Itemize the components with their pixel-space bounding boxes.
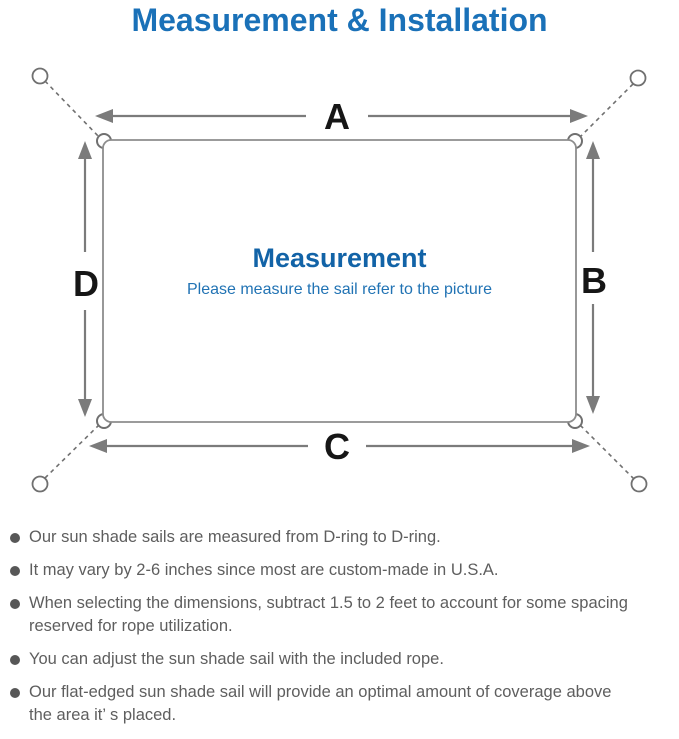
note-line: Our flat-edged sun shade sail will provi… (29, 683, 612, 701)
dimension-labels: A B C D (73, 96, 607, 467)
arrow-head-up-icon (586, 141, 600, 159)
sail-rectangle (102, 139, 577, 423)
arrow-head-up-icon (78, 141, 92, 159)
notes-list: Our sun shade sails are measured from D-… (10, 526, 672, 737)
measurement-heading: Measurement (252, 243, 427, 273)
arrow-head-left-icon (95, 109, 113, 123)
dimension-label-d: D (73, 263, 99, 304)
note-item: It may vary by 2-6 inches since most are… (10, 559, 672, 582)
note-line: It may vary by 2-6 inches since most are… (29, 561, 499, 579)
arrow-head-down-icon (586, 396, 600, 414)
note-text: You can adjust the sun shade sail with t… (29, 648, 444, 671)
dimension-label-b: B (581, 260, 607, 301)
note-line: When selecting the dimensions, subtract … (29, 594, 628, 612)
note-item: Our flat-edged sun shade sail will provi… (10, 681, 672, 727)
note-item: When selecting the dimensions, subtract … (10, 592, 672, 638)
arrow-head-down-icon (78, 399, 92, 417)
measurement-subtitle: Please measure the sail refer to the pic… (186, 281, 493, 298)
note-text: Our sun shade sails are measured from D-… (29, 526, 441, 549)
note-item: Our sun shade sails are measured from D-… (10, 526, 672, 549)
note-line: the area it’ s placed. (29, 706, 177, 724)
arrow-head-right-icon (572, 439, 590, 453)
bullet-icon (10, 533, 20, 543)
note-text: It may vary by 2-6 inches since most are… (29, 559, 499, 582)
note-line: You can adjust the sun shade sail with t… (29, 650, 444, 668)
note-text: Our flat-edged sun shade sail will provi… (29, 681, 611, 727)
anchor-circle-icon (630, 475, 648, 493)
note-text: When selecting the dimensions, subtract … (29, 592, 628, 638)
rope-top-right (577, 83, 634, 140)
rope-bottom-left (44, 422, 102, 479)
arrow-head-left-icon (89, 439, 107, 453)
anchor-circle-icon (31, 67, 49, 85)
anchor-rope-lines (44, 80, 635, 480)
dimension-label-a: A (324, 96, 350, 137)
bullet-icon (10, 599, 20, 609)
note-item: You can adjust the sun shade sail with t… (10, 648, 672, 671)
measure-arrows (78, 109, 600, 453)
bullet-icon (10, 688, 20, 698)
anchor-circle-icon (31, 475, 49, 493)
note-line: reserved for rope utilization. (29, 617, 233, 635)
anchor-circle-icon (629, 69, 647, 87)
bullet-icon (10, 655, 20, 665)
rope-bottom-right (577, 422, 635, 480)
page-title: Measurement & Installation (131, 2, 548, 38)
anchor-point-icons (31, 67, 648, 493)
dimension-label-c: C (324, 426, 350, 467)
rope-top-left (44, 80, 102, 140)
arrow-head-right-icon (570, 109, 588, 123)
sail-center-text: Measurement Please measure the sail refe… (103, 243, 576, 299)
note-line: Our sun shade sails are measured from D-… (29, 528, 441, 546)
bullet-icon (10, 566, 20, 576)
